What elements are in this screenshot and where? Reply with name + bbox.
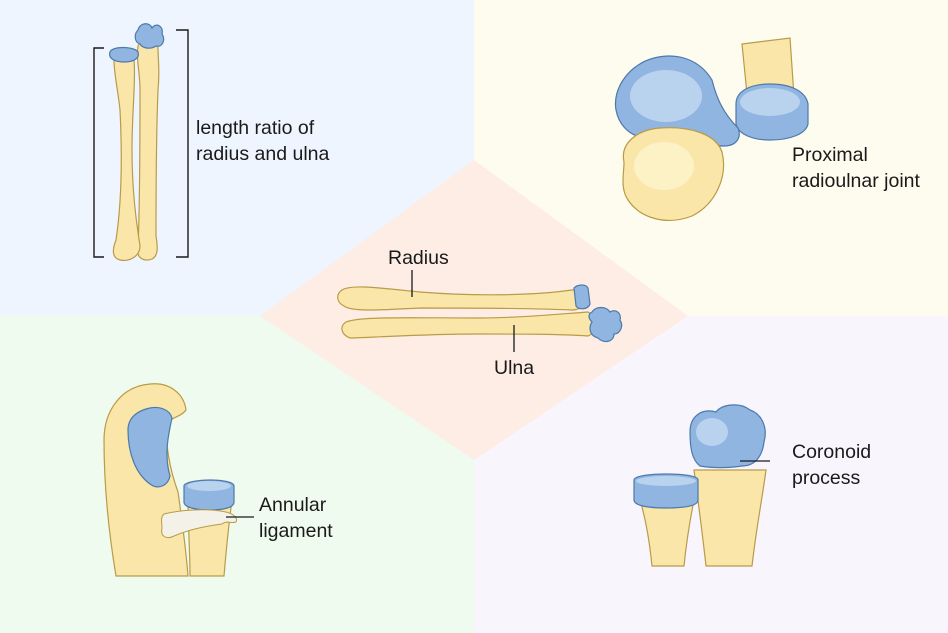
radius-label-text: Radius [388,247,449,269]
panel-center-diamond [260,160,688,460]
proximal-joint-line-2: radioulnar joint [792,170,920,192]
length-ratio-label: length ratio of radius and ulna [196,115,329,167]
bracket-right [176,29,189,258]
coronoid-process-label: Coronoid process [792,439,871,491]
bracket-left [93,47,104,258]
ulna-label: Ulna [494,355,534,381]
length-ratio-line-1: length ratio of [196,117,315,139]
proximal-joint-line-1: Proximal [792,144,868,166]
proximal-radioulnar-joint-label: Proximal radioulnar joint [792,142,920,194]
annular-line-1: Annular [259,494,327,516]
vertical-forearm-bones [93,23,189,261]
length-ratio-line-2: radius and ulna [196,143,330,165]
coronoid-process-illustration [633,404,770,567]
annular-ligament-label: Annular ligament [259,492,333,544]
proximal-radioulnar-joint-illustration [614,37,809,221]
radius-label: Radius [388,245,449,271]
coronoid-line-1: Coronoid [792,441,872,463]
ulna-label-text: Ulna [494,357,535,379]
annular-ligament-illustration [103,383,254,577]
coronoid-line-2: process [792,467,861,489]
annular-line-2: ligament [259,520,333,542]
horizontal-forearm-bones [337,270,623,352]
